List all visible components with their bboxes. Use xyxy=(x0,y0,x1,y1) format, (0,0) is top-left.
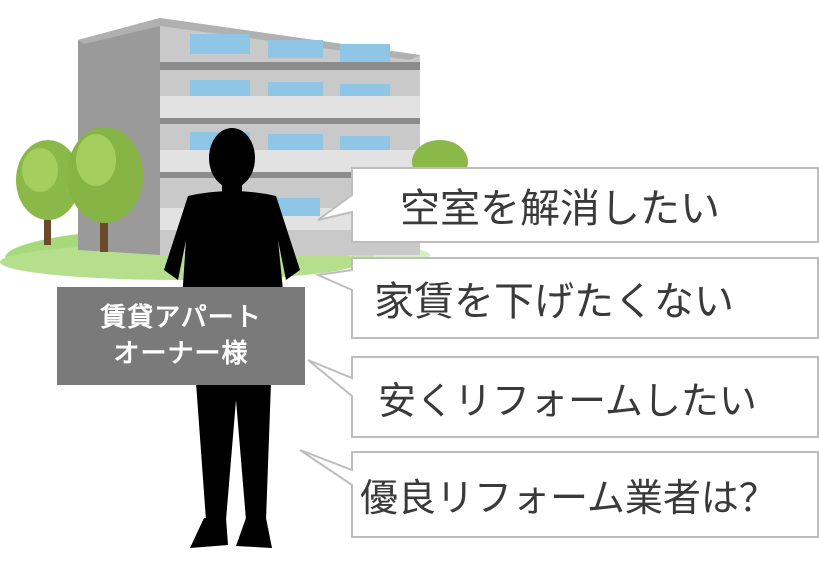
balcony-floor-1 xyxy=(160,34,420,70)
bubble-frame-4 xyxy=(299,449,819,538)
balcony-floor-2 xyxy=(160,80,420,124)
bubble-frame-1 xyxy=(317,167,819,243)
tree-left xyxy=(16,140,80,245)
owner-label-line2: オーナー様 xyxy=(113,339,249,369)
bubble-good-contractor: 優良リフォーム業者は？ xyxy=(360,476,777,520)
owner-label-line1: 賃貸アパート xyxy=(100,303,262,333)
bubble-frames xyxy=(299,167,819,538)
bubble-frame-2 xyxy=(314,257,819,339)
tree-center xyxy=(67,127,143,252)
bubble-rent: 家賃を下げたくない xyxy=(374,279,734,325)
owner-label: 賃貸アパート オーナー様 xyxy=(57,287,305,385)
bubble-cheap-reform: 安くリフォームしたい xyxy=(378,378,757,423)
bubble-frame-3 xyxy=(307,356,819,438)
bubble-vacancy: 空室を解消したい xyxy=(400,186,720,232)
